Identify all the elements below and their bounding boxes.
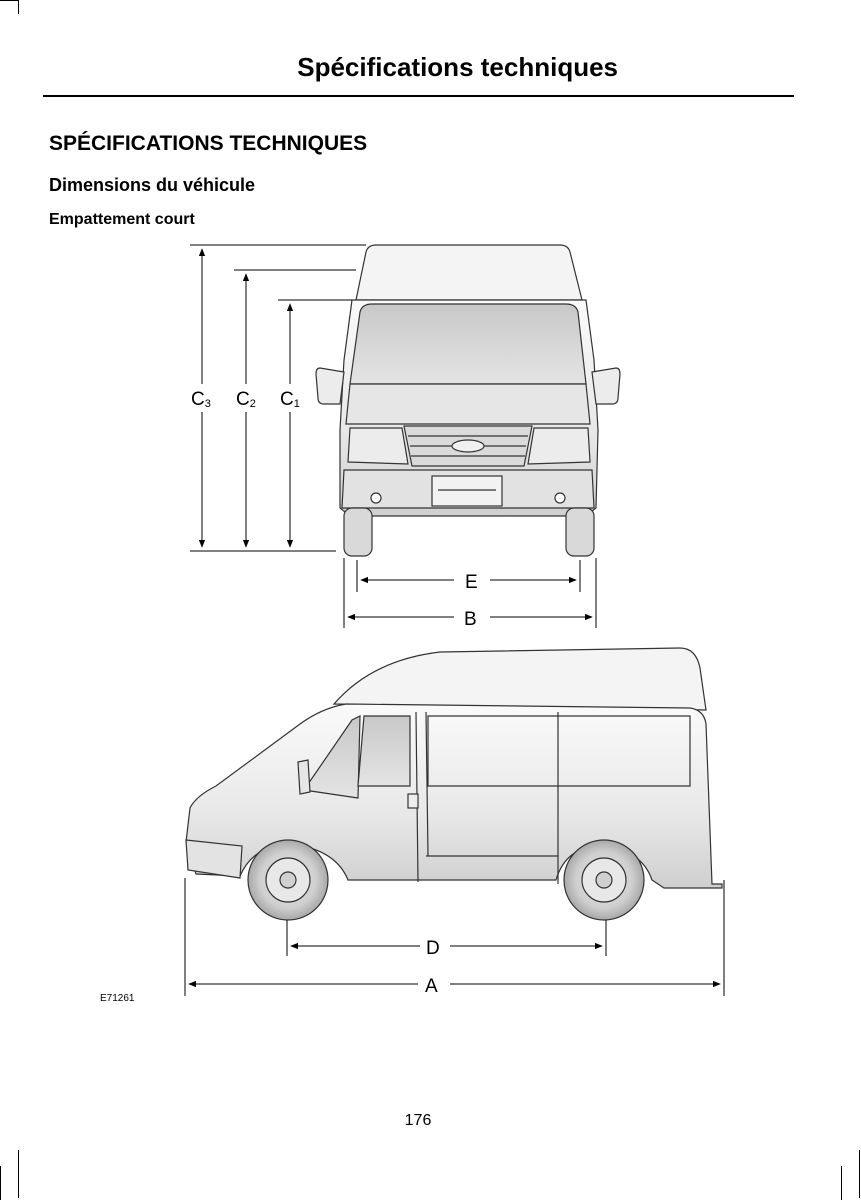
crop-mark xyxy=(859,1150,860,1198)
subsection-title: Dimensions du véhicule xyxy=(49,175,256,195)
van-front-view xyxy=(315,244,621,557)
label-e: E xyxy=(465,572,478,593)
label-d: D xyxy=(426,938,440,959)
figure-reference-code: E71261 xyxy=(100,993,135,1004)
header-divider xyxy=(43,95,794,97)
label-a: A xyxy=(425,976,438,997)
crop-mark xyxy=(0,1166,1,1200)
van-side-view xyxy=(185,647,723,921)
label-c1: C1 xyxy=(280,389,300,410)
subsubsection-title: Empattement court xyxy=(49,211,195,228)
section-title: SPÉCIFICATIONS TECHNIQUES xyxy=(49,132,368,155)
length-dimension-lines xyxy=(184,878,725,996)
crop-mark xyxy=(841,1166,842,1200)
width-dimension-lines xyxy=(343,558,597,628)
label-c3: C3 xyxy=(191,389,211,410)
crop-mark xyxy=(18,0,19,14)
height-dimension-lines xyxy=(190,244,366,552)
crop-mark xyxy=(18,1150,19,1198)
page-number: 176 xyxy=(404,1112,432,1129)
crop-mark xyxy=(0,0,18,1)
label-c2: C2 xyxy=(236,389,256,410)
label-b: B xyxy=(464,609,477,630)
page-header-title: Spécifications techniques xyxy=(297,52,618,82)
